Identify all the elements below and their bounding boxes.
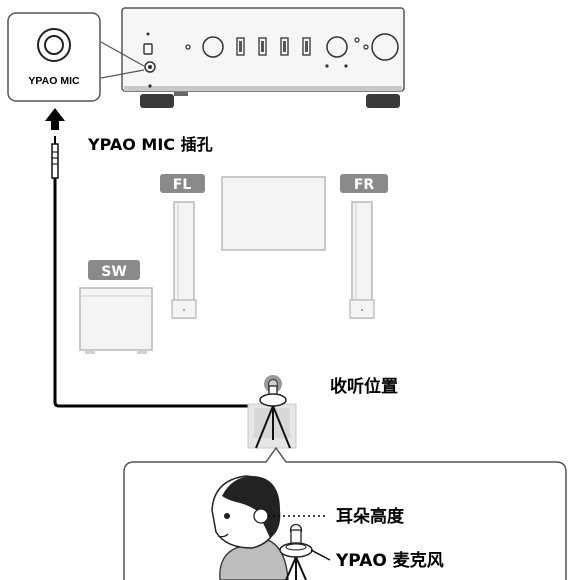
speaker-subwoofer-label: SW bbox=[101, 264, 127, 280]
eye bbox=[224, 513, 230, 519]
mic-plug bbox=[51, 143, 59, 179]
speaker-subwoofer: SW bbox=[79, 260, 153, 354]
tv bbox=[221, 176, 326, 251]
mic-jack-box-label: YPAO MIC bbox=[28, 75, 80, 87]
mic-jack-callout: YPAO MIC bbox=[7, 12, 145, 102]
headphone-jack bbox=[148, 84, 152, 88]
mic-jack-label: YPAO MIC 插孔 bbox=[87, 135, 213, 154]
volume-knob bbox=[371, 33, 399, 61]
ear-height-label: 耳朵高度 bbox=[336, 506, 405, 527]
amp-ypao-mic-jack bbox=[144, 61, 156, 73]
amplifier bbox=[121, 7, 405, 108]
power-button bbox=[143, 43, 153, 55]
speaker-front-right: FR bbox=[340, 174, 388, 319]
amp-foot-right bbox=[366, 94, 400, 108]
speaker-front-left-label: FL bbox=[173, 177, 192, 193]
speaker-front-right-label: FR bbox=[354, 177, 375, 193]
input-knob bbox=[202, 36, 224, 58]
amp-foot-left bbox=[140, 94, 174, 108]
tone-knob bbox=[326, 36, 348, 58]
ypao-mic-label: YPAO 麦克风 bbox=[335, 550, 444, 571]
mic-cable bbox=[45, 108, 260, 408]
mic-jack-icon bbox=[37, 28, 71, 62]
person-illustration bbox=[211, 475, 289, 580]
speaker-front-left: FL bbox=[160, 174, 205, 319]
listening-position-label: 收听位置 bbox=[330, 376, 398, 397]
hair bbox=[222, 476, 281, 538]
ypao-mic-detail bbox=[279, 523, 331, 580]
up-arrow-icon bbox=[45, 108, 65, 130]
listening-position-mic bbox=[255, 375, 291, 449]
